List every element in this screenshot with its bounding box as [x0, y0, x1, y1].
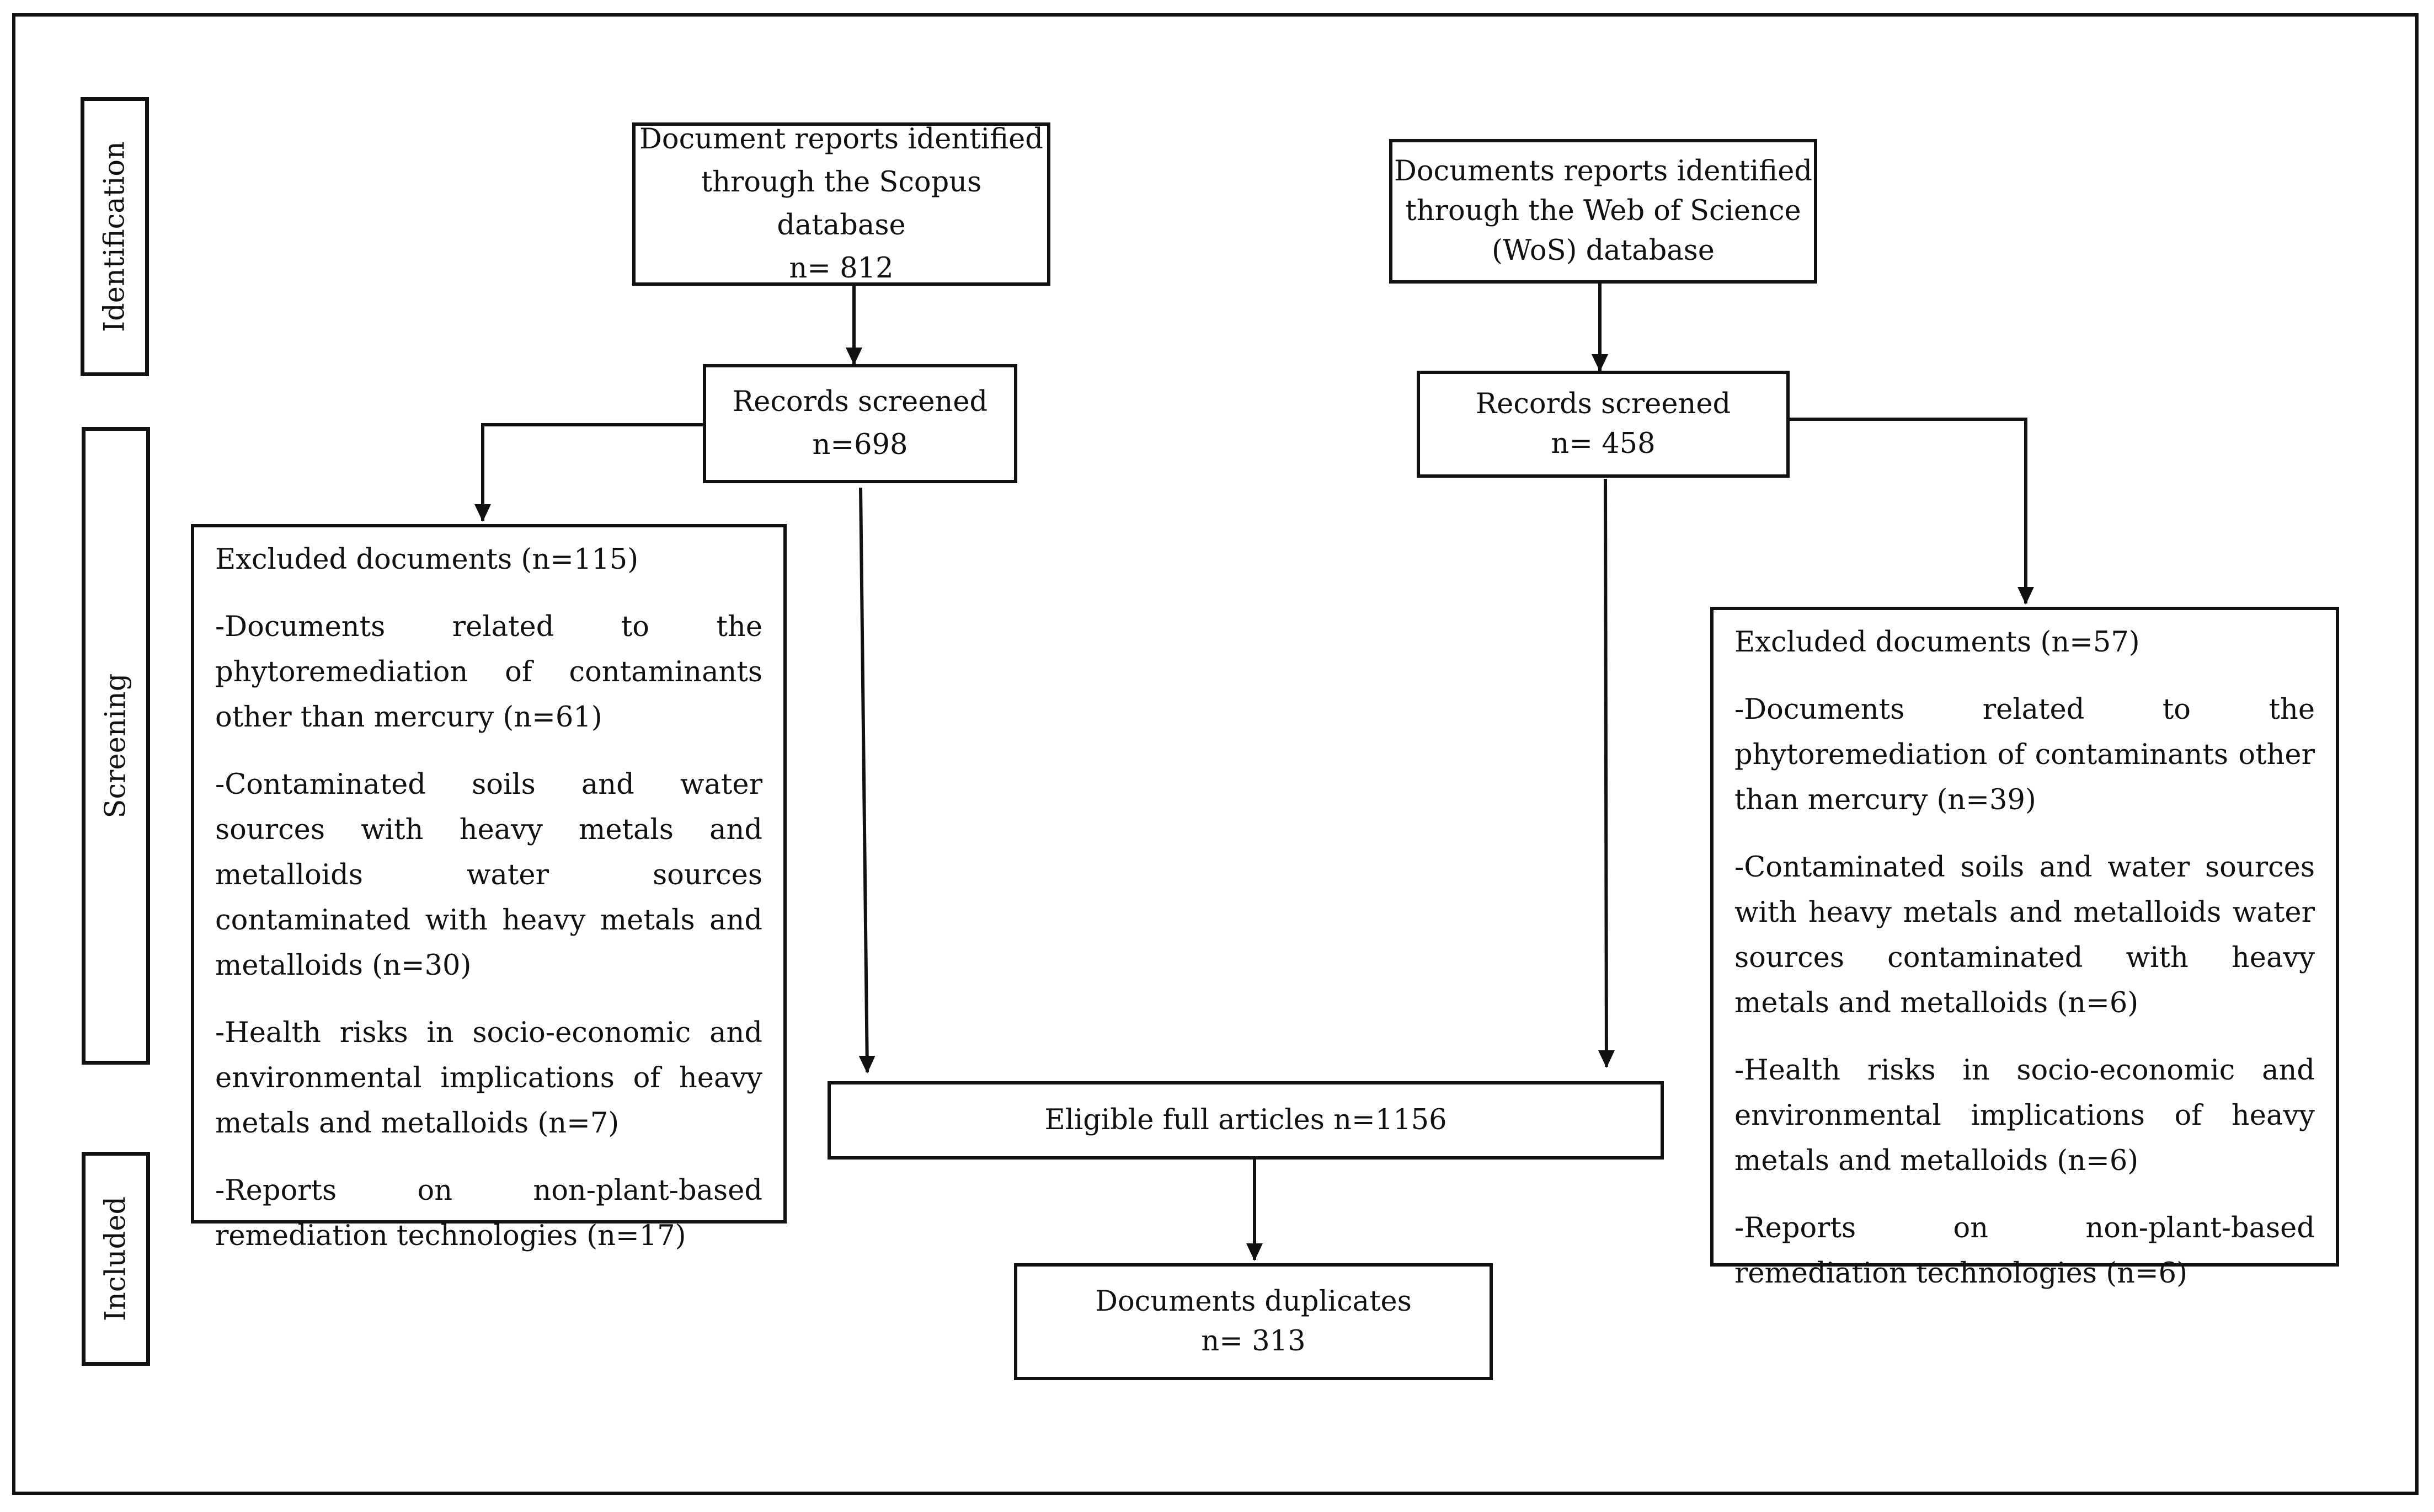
- eligible-articles-box: Eligible full articles n=1156: [828, 1081, 1664, 1160]
- wos-line-1: Documents reports identified: [1394, 155, 1813, 188]
- excluded-right-box: Excluded documents (n=57) -Documents rel…: [1710, 607, 2339, 1290]
- duplicates-box: Documents duplicates n= 313: [1014, 1263, 1493, 1380]
- excluded-right-item-2: -Contaminated soils and water sources wi…: [1734, 851, 2315, 1019]
- records-screened-left-count: n=698: [812, 429, 908, 461]
- wos-line-2: through the Web of Science: [1405, 195, 1801, 227]
- records-screened-right-count: n= 458: [1551, 428, 1656, 460]
- wos-identification-box: Documents reports identified through the…: [1389, 139, 1817, 284]
- excluded-left-item-3: -Health risks in socio-economic and envi…: [215, 1017, 762, 1140]
- arrow-screened-left-to-eligible: [858, 487, 876, 1073]
- excluded-right-title: Excluded documents (n=57): [1734, 626, 2140, 659]
- scopus-line-1: Document reports identified: [639, 123, 1043, 156]
- scopus-identification-box: Document reports identified through the …: [632, 122, 1050, 286]
- phase-identification: Identification: [81, 97, 149, 376]
- duplicates-count: n= 313: [1201, 1325, 1306, 1358]
- excluded-right-item-1: -Documents related to the phytoremediati…: [1734, 693, 2315, 816]
- eligible-articles-label: Eligible full articles n=1156: [1044, 1104, 1447, 1136]
- arrow-screened-right-to-eligible: [1598, 478, 1615, 1068]
- excluded-left-box: Excluded documents (n=115) -Documents re…: [191, 524, 787, 1252]
- records-screened-left-box: Records screened n=698: [703, 364, 1017, 483]
- excluded-left-item-4: -Reports on non-plant-based remediation …: [215, 1174, 762, 1252]
- excluded-left-title: Excluded documents (n=115): [215, 543, 639, 576]
- excluded-right-item-4: -Reports on non-plant-based remediation …: [1734, 1212, 2315, 1290]
- scopus-line-2: through the Scopus database: [701, 166, 982, 242]
- excluded-left-item-2: -Contaminated soils and water sources wi…: [215, 768, 762, 982]
- excluded-right-item-3: -Health risks in socio-economic and envi…: [1734, 1054, 2315, 1177]
- records-screened-right-box: Records screened n= 458: [1417, 371, 1790, 478]
- duplicates-label: Documents duplicates: [1095, 1285, 1412, 1318]
- phase-included: Included: [82, 1152, 150, 1366]
- records-screened-left-label: Records screened: [732, 386, 988, 418]
- phase-screening: Screening: [82, 427, 150, 1065]
- scopus-count: n= 812: [789, 252, 894, 285]
- figure-frame: [12, 13, 2419, 1495]
- wos-line-3: (WoS) database: [1492, 234, 1715, 267]
- records-screened-right-label: Records screened: [1475, 388, 1731, 420]
- arrow-screened-left-to-excluded: [474, 423, 703, 522]
- arrow-screened-right-to-excluded: [1790, 418, 2034, 605]
- excluded-left-item-1: -Documents related to the phytoremediati…: [215, 611, 762, 734]
